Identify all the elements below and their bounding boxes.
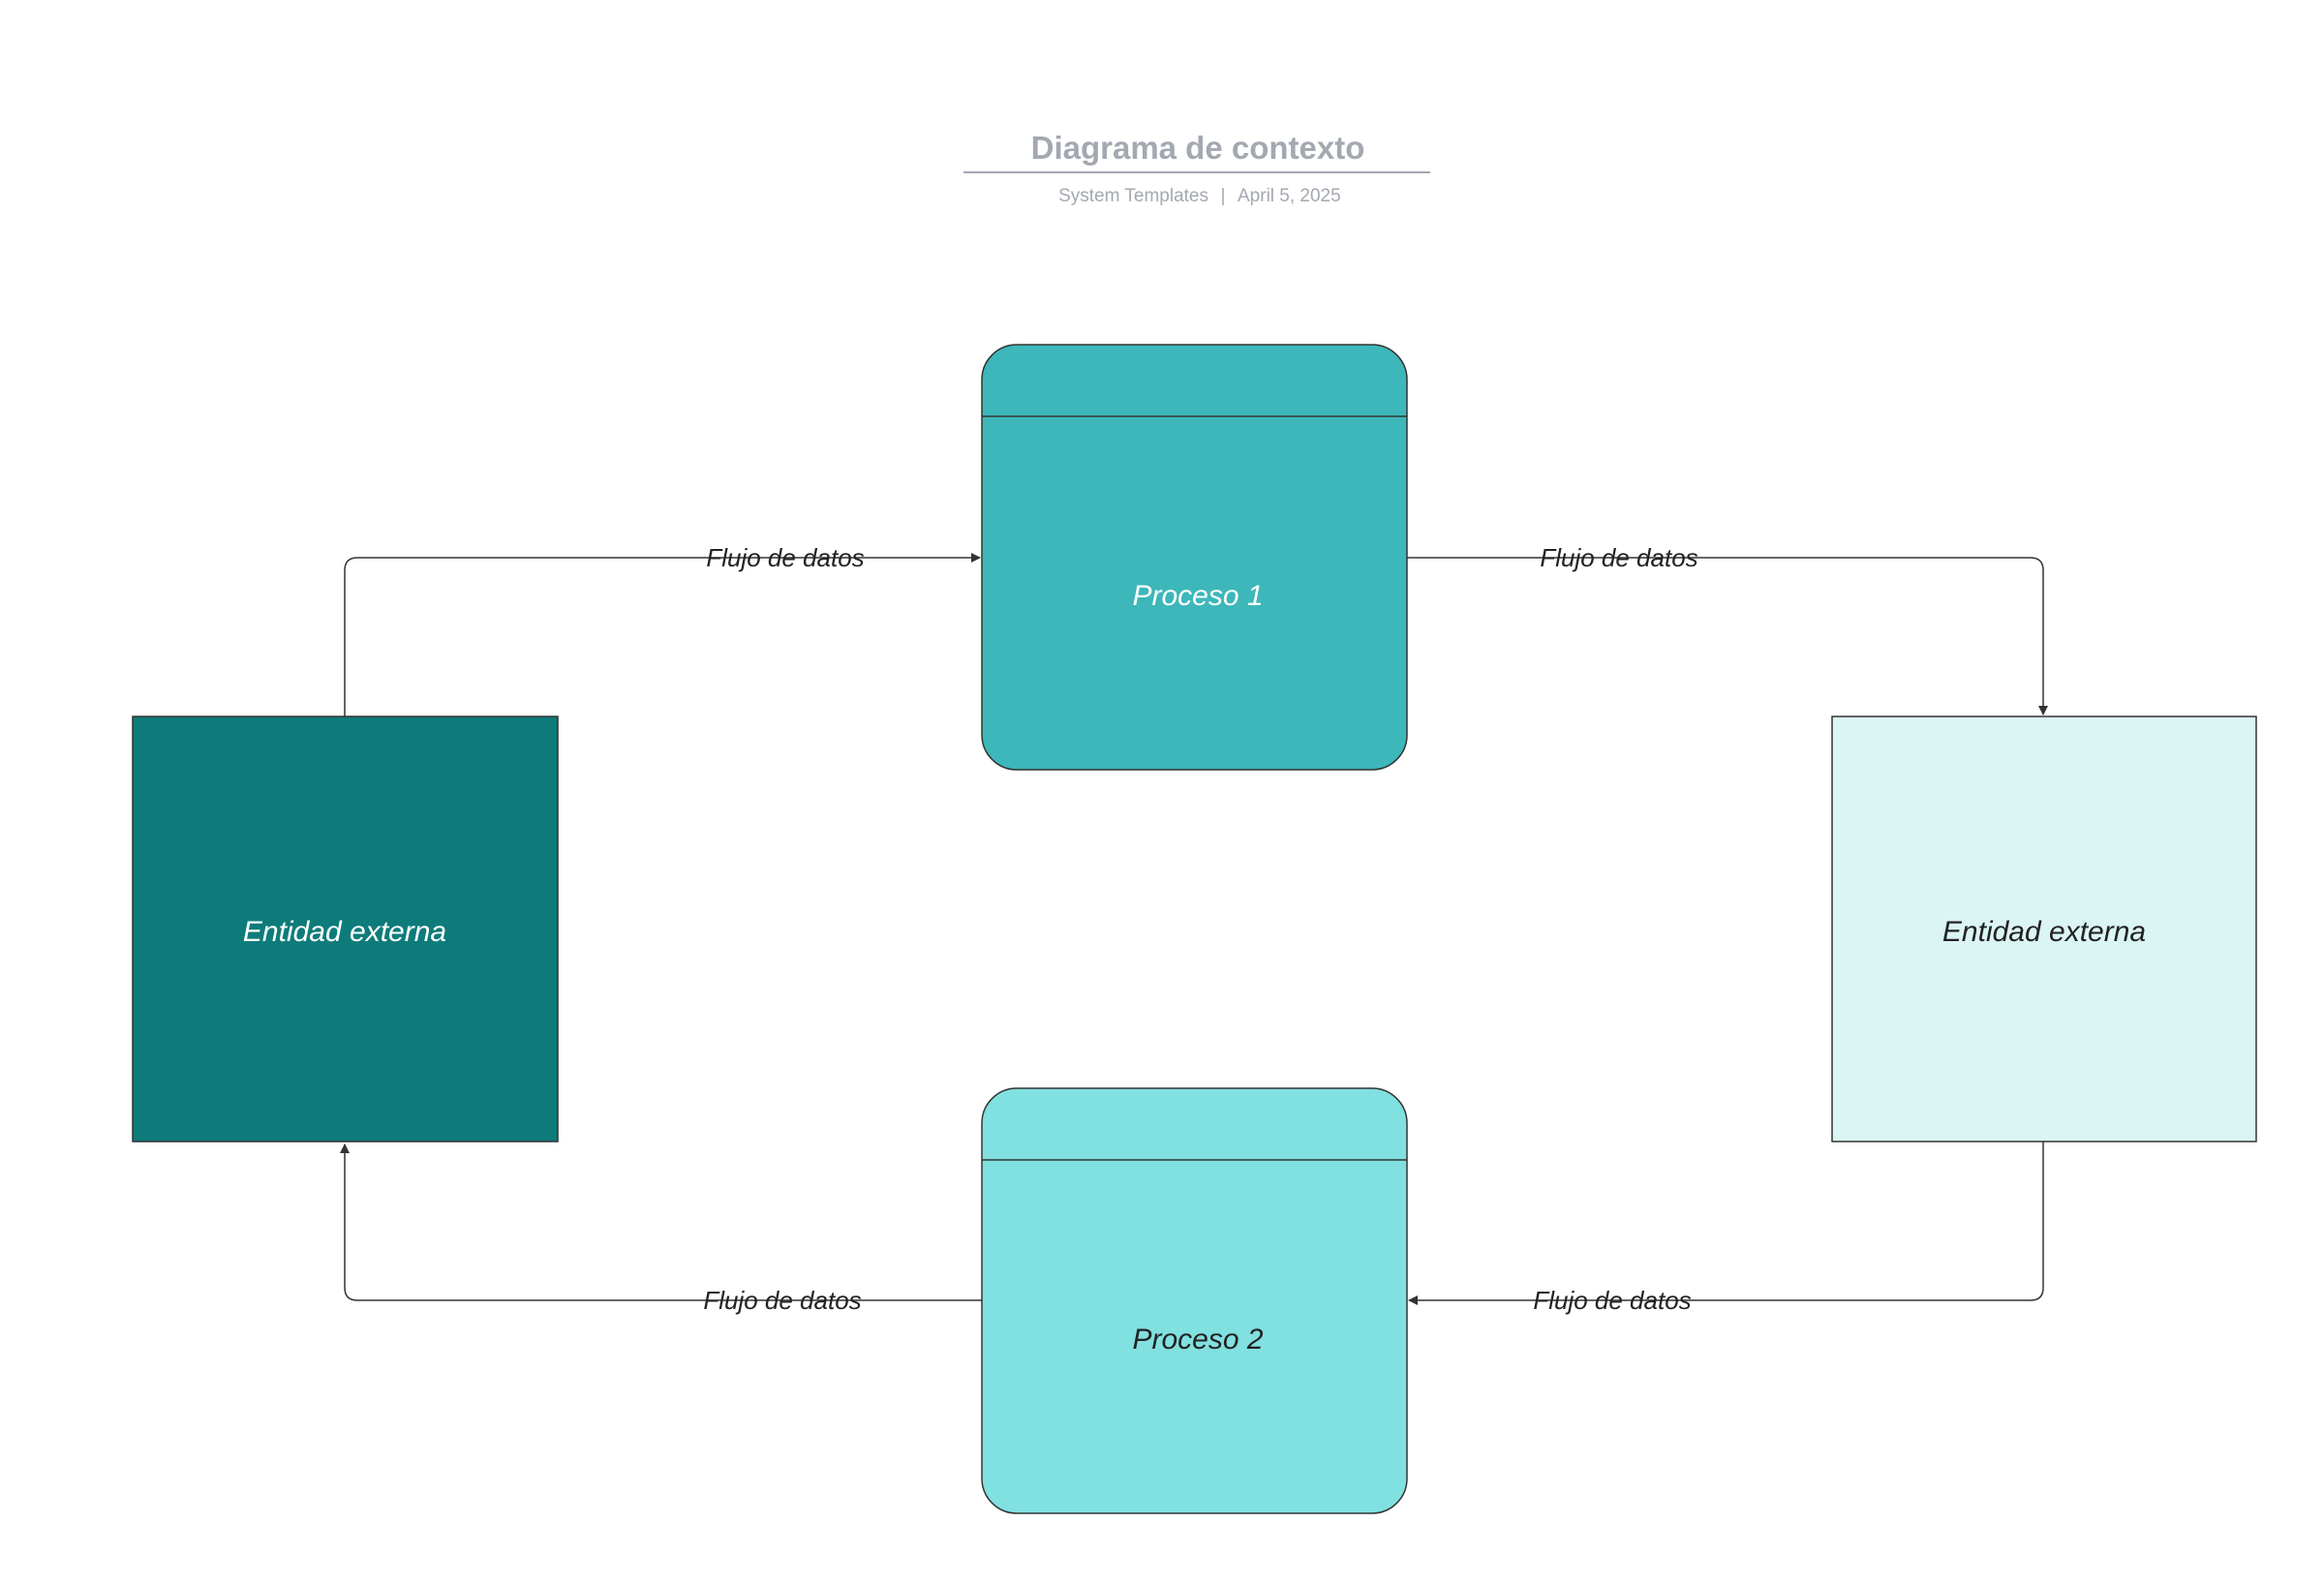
external-entity-left[interactable]: Entidad externa [132,716,559,1142]
edge-process-1-to-right[interactable]: Flujo de datos [1407,543,2048,716]
process-box[interactable] [981,344,1408,771]
edge-process-2-to-left[interactable]: Flujo de datos [340,1143,982,1315]
edge-left-to-process-1[interactable]: Flujo de datos [344,543,981,716]
edge-label: Flujo de datos [1533,1286,1691,1315]
connector-line[interactable] [344,553,981,716]
diagram-header: Diagrama de contexto System Templates | … [963,130,1430,206]
edge-label: Flujo de datos [1540,543,1697,572]
connector-line[interactable] [1407,557,2048,716]
connector-line[interactable] [340,1143,982,1301]
diagram-date: April 5, 2025 [1238,186,1341,206]
edge-label: Flujo de datos [703,1286,861,1315]
process-1[interactable]: Proceso 1 [981,344,1408,771]
process-2[interactable]: Proceso 2 [981,1087,1408,1514]
connector-line[interactable] [1408,1141,2044,1305]
diagram-title: Diagrama de contexto [1031,130,1365,166]
edge-right-to-process-2[interactable]: Flujo de datos [1408,1141,2044,1315]
meta-separator: | [1221,186,1226,206]
entity-label: Entidad externa [1942,916,2146,948]
entity-label: Entidad externa [243,916,446,948]
diagram-source: System Templates [1058,186,1208,206]
edge-label: Flujo de datos [706,543,864,572]
entity-box[interactable] [132,716,559,1142]
entity-box[interactable] [1831,716,2257,1142]
process-label: Proceso 1 [1132,580,1263,612]
process-box[interactable] [981,1087,1408,1514]
process-label: Proceso 2 [1132,1324,1263,1356]
external-entity-right[interactable]: Entidad externa [1831,716,2257,1142]
